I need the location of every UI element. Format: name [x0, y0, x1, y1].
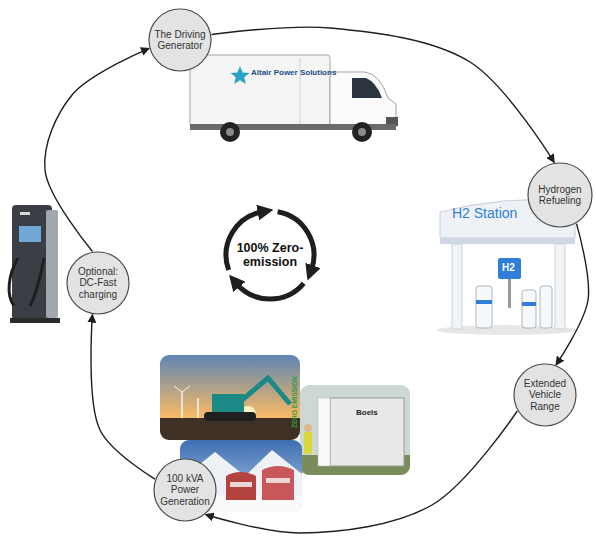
- image-text: Altair Power Solutions: [251, 68, 336, 77]
- excavator-track: [204, 412, 256, 421]
- canopy-underside: [440, 238, 575, 244]
- node-label: Optional: DC-Fast charging: [71, 266, 125, 301]
- image-text: Boels: [356, 408, 378, 417]
- flow-arrow: [91, 315, 155, 480]
- truck-box: [190, 55, 330, 127]
- hydrogen-pump: [476, 286, 492, 328]
- logo-star: [231, 66, 250, 84]
- step-badge: 100 kVA Power Generation: [153, 458, 217, 522]
- node-label: Hydrogen Refueling: [533, 184, 587, 207]
- flow-arrow: [556, 224, 589, 365]
- charger-base: [10, 318, 60, 323]
- image-text: ZERO EMISSION: [291, 376, 298, 428]
- pump-stripe: [476, 300, 492, 304]
- step-badge: Hydrogen Refueling: [527, 162, 593, 228]
- truck-window: [352, 78, 382, 98]
- truck-panel-line: [300, 58, 301, 124]
- sign-pole: [508, 278, 511, 308]
- excavator-cab: [212, 394, 244, 413]
- truck-wheel: [220, 122, 240, 142]
- node-label: The Driving Generator: [153, 29, 207, 52]
- hydrogen-pump: [540, 286, 552, 328]
- cycle-arc: [236, 283, 303, 299]
- flow-arrow: [212, 27, 555, 162]
- excavator-arm: [242, 378, 290, 404]
- node-label: Extended Vehicle Range: [518, 378, 572, 413]
- wind-turbine: [197, 398, 199, 420]
- charger-cable: [30, 258, 44, 306]
- badge-circle: [67, 252, 129, 314]
- charger-cable: [9, 258, 18, 306]
- truck-illustration: [190, 55, 398, 142]
- generator-photo: [300, 385, 410, 475]
- flow-arrow: [206, 411, 518, 533]
- image-text: H2 Station: [452, 205, 517, 221]
- worker-head: [304, 424, 312, 432]
- flow-arrow: [45, 48, 149, 251]
- generator-box: [330, 398, 404, 466]
- center-caption: 100% Zero-emission: [222, 207, 318, 303]
- charger-screen: [19, 226, 41, 242]
- truck-hub: [226, 128, 234, 136]
- wind-turbine: [174, 386, 182, 392]
- station-pillar: [452, 244, 462, 329]
- charger-side: [46, 210, 58, 318]
- building: [262, 466, 294, 500]
- truck-hub: [358, 128, 366, 136]
- photo-sky: [300, 385, 410, 475]
- truck-wheel: [352, 122, 372, 142]
- charger-illustration: [9, 205, 60, 323]
- node-label: 100% Zero-emission: [222, 241, 318, 270]
- badge-circle: [154, 459, 216, 521]
- sign-board: [498, 258, 521, 279]
- generator-panel: [318, 398, 330, 466]
- station-pillar: [555, 244, 565, 329]
- node-label: 100 kVA Power Generation: [158, 473, 212, 508]
- badge-circle: [528, 163, 592, 227]
- building-window: [266, 478, 290, 483]
- step-badge: The Driving Generator: [148, 8, 212, 72]
- charger-logo: [20, 212, 30, 215]
- photo-ground: [160, 418, 300, 440]
- badge-circle: [514, 364, 576, 426]
- wind-turbine: [182, 386, 190, 392]
- wind-turbine: [181, 392, 183, 420]
- image-text: H2: [502, 262, 515, 273]
- step-badge: Optional: DC-Fast charging: [66, 251, 130, 315]
- pump-stripe: [522, 302, 536, 306]
- badge-circle: [149, 9, 211, 71]
- building-window: [230, 482, 252, 487]
- building: [226, 472, 256, 500]
- excavator-photo: [160, 355, 300, 440]
- step-badge: Extended Vehicle Range: [513, 363, 577, 427]
- photo-sky: [160, 355, 300, 440]
- worker-vest: [304, 432, 312, 454]
- hydrogen-pump: [522, 290, 536, 328]
